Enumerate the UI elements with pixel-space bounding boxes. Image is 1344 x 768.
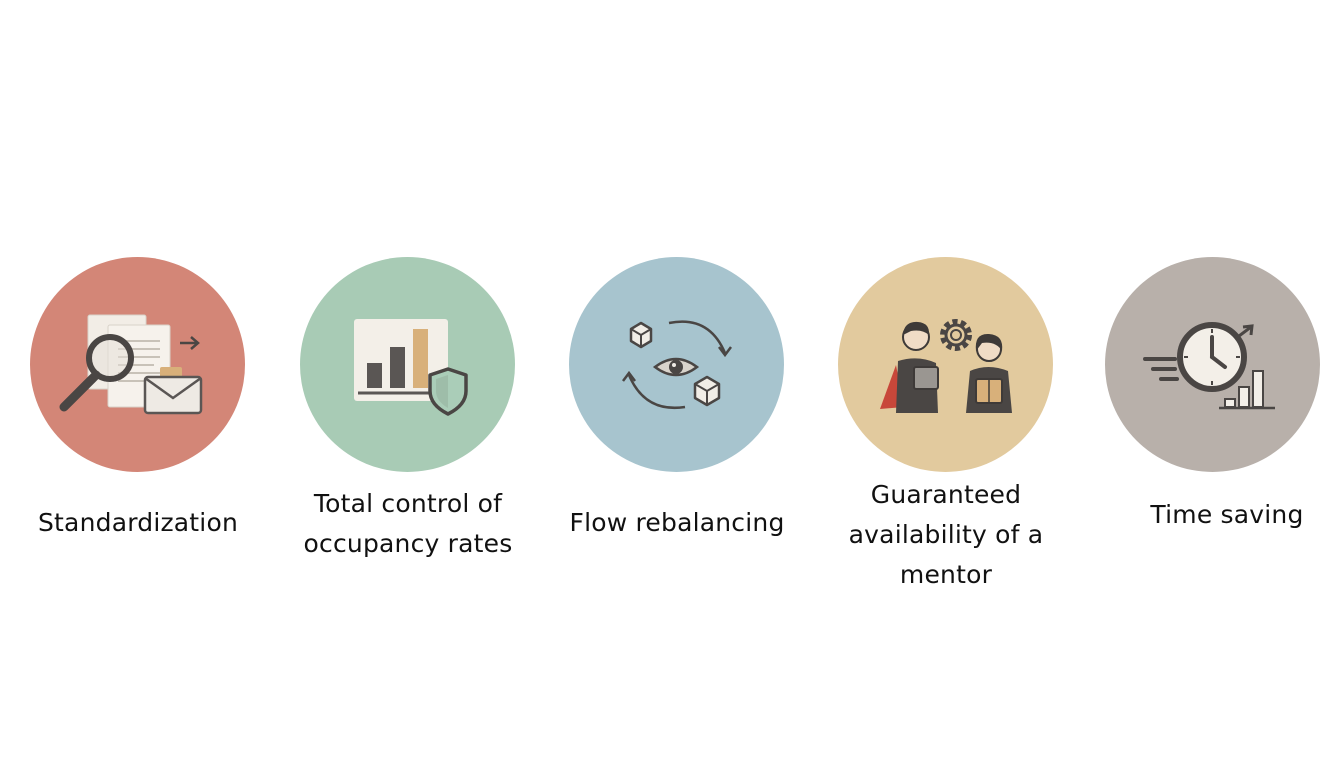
benefit-time-saving: Time saving bbox=[1074, 0, 1344, 768]
benefit-occupancy-control: Total control of occupancy rates bbox=[273, 0, 543, 768]
benefit-label: Standardization bbox=[3, 503, 273, 543]
benefit-standardization: Standardization bbox=[3, 0, 273, 768]
clock-speed-chart-icon bbox=[1143, 322, 1275, 410]
benefit-circle bbox=[838, 257, 1053, 472]
bar-chart-shield-icon bbox=[354, 319, 468, 416]
benefit-label-line: Total control of bbox=[313, 489, 503, 518]
benefit-circle bbox=[569, 257, 784, 472]
benefit-label-line: Time saving bbox=[1150, 500, 1304, 529]
benefit-label-line: Standardization bbox=[37, 508, 238, 537]
benefit-label-line: Guaranteed bbox=[870, 480, 1022, 509]
benefit-circle bbox=[30, 257, 245, 472]
benefit-label-line: occupancy rates bbox=[303, 529, 513, 558]
benefit-mentor-availability: Guaranteed availability of a mentor bbox=[811, 0, 1081, 768]
benefit-label: Guaranteed availability of a mentor bbox=[811, 475, 1081, 595]
benefit-circle bbox=[300, 257, 515, 472]
mentor-mentee-gear-icon bbox=[880, 319, 1012, 413]
benefit-label-line: availability of a bbox=[848, 520, 1044, 549]
benefit-label: Flow rebalancing bbox=[542, 503, 812, 543]
benefit-circle bbox=[1105, 257, 1320, 472]
magnifier-documents-envelope-icon bbox=[59, 314, 203, 415]
benefit-flow-rebalancing: Flow rebalancing bbox=[542, 0, 812, 768]
benefit-label: Time saving bbox=[1092, 495, 1344, 535]
benefit-label-line: Flow rebalancing bbox=[569, 508, 785, 537]
benefit-label: Total control of occupancy rates bbox=[273, 484, 543, 564]
boxes-cycle-eye-icon bbox=[622, 320, 732, 410]
benefit-label-line: mentor bbox=[899, 560, 993, 589]
